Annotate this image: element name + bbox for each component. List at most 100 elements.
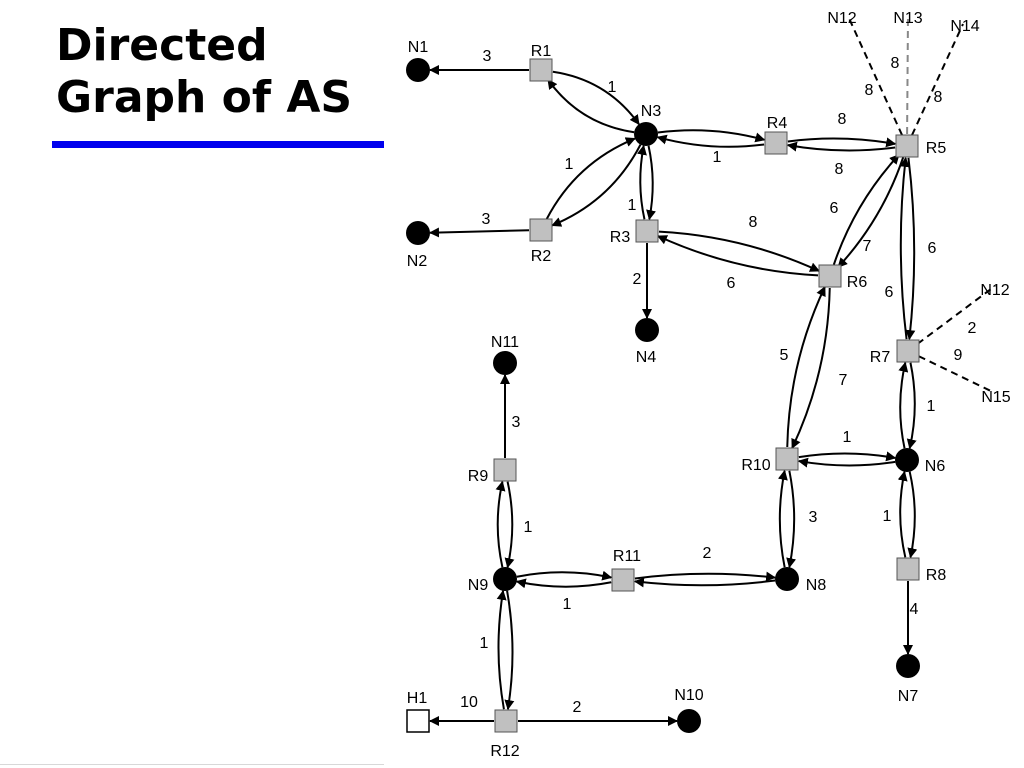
footer-divider [0, 764, 384, 765]
edge-cost-label: 8 [838, 111, 847, 128]
edge-cost-label: 1 [524, 519, 533, 536]
edge-r3-to-n3 [637, 144, 647, 220]
edge-cost-label: 7 [863, 238, 872, 255]
edge-r5-to-r4 [786, 141, 896, 152]
node-label-r10: R10 [741, 457, 770, 474]
node-label-n10: N10 [674, 687, 703, 704]
network-node-n3 [634, 122, 658, 146]
edge-n3-to-r3 [646, 145, 656, 221]
node-label-n12b: N12 [980, 282, 1009, 299]
edge-r5-to-r6 [837, 157, 905, 268]
edge-cost-label: 4 [910, 601, 919, 618]
router-node-r3 [635, 219, 659, 243]
edge-cost-label: 8 [835, 161, 844, 178]
edge-r10-to-n6 [798, 451, 897, 462]
edge-n6-to-r7 [898, 361, 909, 449]
node-label-n14: N14 [950, 18, 979, 35]
edge-cost-label: 2 [703, 545, 712, 562]
router-node-r9 [493, 458, 517, 482]
edge-n9-to-r12 [504, 590, 515, 711]
edge-cost-label: 3 [512, 414, 521, 431]
network-node-n4 [635, 318, 659, 342]
title-underline [52, 141, 384, 148]
edge-r7-to-r5 [899, 156, 910, 340]
edge-cost-label: 7 [839, 372, 848, 389]
edge-cost-label: 1 [563, 596, 572, 613]
edge-cost-label: 6 [928, 240, 937, 257]
edge-r7-to-n12b [917, 285, 996, 345]
node-label-r3: R3 [610, 229, 631, 246]
router-node-r6 [818, 264, 842, 288]
node-label-r11: R11 [613, 548, 641, 565]
edge-cost-label: 1 [843, 429, 852, 446]
edge-cost-label: 8 [891, 55, 900, 72]
edge-r6-to-r3 [656, 235, 819, 277]
labels-layer: 33111128886766675111432113121088829N1N2N… [407, 10, 1011, 760]
network-node-n8 [775, 567, 799, 591]
edge-r2-to-n2 [428, 227, 530, 238]
edge-r9-to-n9 [504, 481, 515, 569]
router-node-r7 [896, 339, 920, 363]
node-label-n7: N7 [898, 688, 919, 705]
edge-r5-to-n13 [906, 13, 909, 135]
node-label-r4: R4 [767, 115, 788, 132]
edge-cost-label: 1 [608, 79, 617, 96]
edge-cost-label: 1 [883, 508, 892, 525]
node-label-h1: H1 [407, 690, 428, 707]
node-label-r12: R12 [490, 743, 519, 760]
edge-cost-label: 1 [927, 398, 936, 415]
edge-n8-to-r10 [777, 469, 788, 568]
router-node-r4 [764, 131, 788, 155]
router-node-r2 [529, 218, 553, 242]
node-label-n11: N11 [491, 334, 519, 351]
edge-cost-label: 1 [480, 635, 489, 652]
host-node-h1 [406, 709, 430, 733]
edge-r7-to-n15 [918, 355, 996, 394]
network-node-n11 [493, 351, 517, 375]
edges-layer [428, 13, 996, 726]
node-label-n1: N1 [408, 39, 429, 56]
node-label-n3: N3 [641, 103, 662, 120]
edge-r3-to-r6 [658, 230, 821, 272]
node-label-r1: R1 [531, 43, 552, 60]
router-node-r5 [895, 134, 919, 158]
router-node-r1 [529, 58, 553, 82]
edge-r5-to-n14 [911, 23, 964, 136]
edge-n3-to-r2 [551, 144, 642, 227]
edge-cost-label: 6 [727, 275, 736, 292]
network-node-n10 [677, 709, 701, 733]
edge-cost-label: 3 [809, 509, 818, 526]
node-label-r2: R2 [531, 248, 552, 265]
edge-cost-label: 2 [968, 320, 977, 337]
edge-r4-to-r5 [787, 137, 897, 148]
node-label-n8: N8 [806, 577, 827, 594]
edge-r5-to-r7 [905, 157, 916, 341]
edge-n6-to-r8 [907, 471, 918, 559]
edge-r4-to-n3 [656, 134, 765, 148]
edge-cost-label: 2 [573, 699, 582, 716]
edge-r11-to-n9 [515, 578, 612, 589]
edge-r10-to-r6 [786, 285, 826, 448]
edge-n9-to-r9 [495, 480, 506, 568]
edge-cost-label: 2 [633, 271, 642, 288]
edge-cost-label: 6 [885, 284, 894, 301]
network-node-n1 [406, 58, 430, 82]
network-node-n2 [406, 221, 430, 245]
edge-cost-label: 1 [713, 149, 722, 166]
edge-r10-to-n8 [786, 470, 797, 569]
network-node-n7 [896, 654, 920, 678]
edge-cost-label: 1 [565, 156, 574, 173]
edge-cost-label: 10 [460, 694, 478, 711]
router-node-r10 [775, 447, 799, 471]
edge-r11-to-n8 [634, 571, 777, 582]
node-label-n2: N2 [407, 253, 428, 270]
edge-n3-to-r1 [547, 78, 635, 134]
node-label-r8: R8 [926, 567, 947, 584]
edge-cost-label: 8 [934, 89, 943, 106]
node-label-r5: R5 [926, 140, 947, 157]
node-label-n4: N4 [636, 349, 657, 366]
router-node-r11 [611, 568, 635, 592]
node-label-n6: N6 [925, 458, 946, 475]
